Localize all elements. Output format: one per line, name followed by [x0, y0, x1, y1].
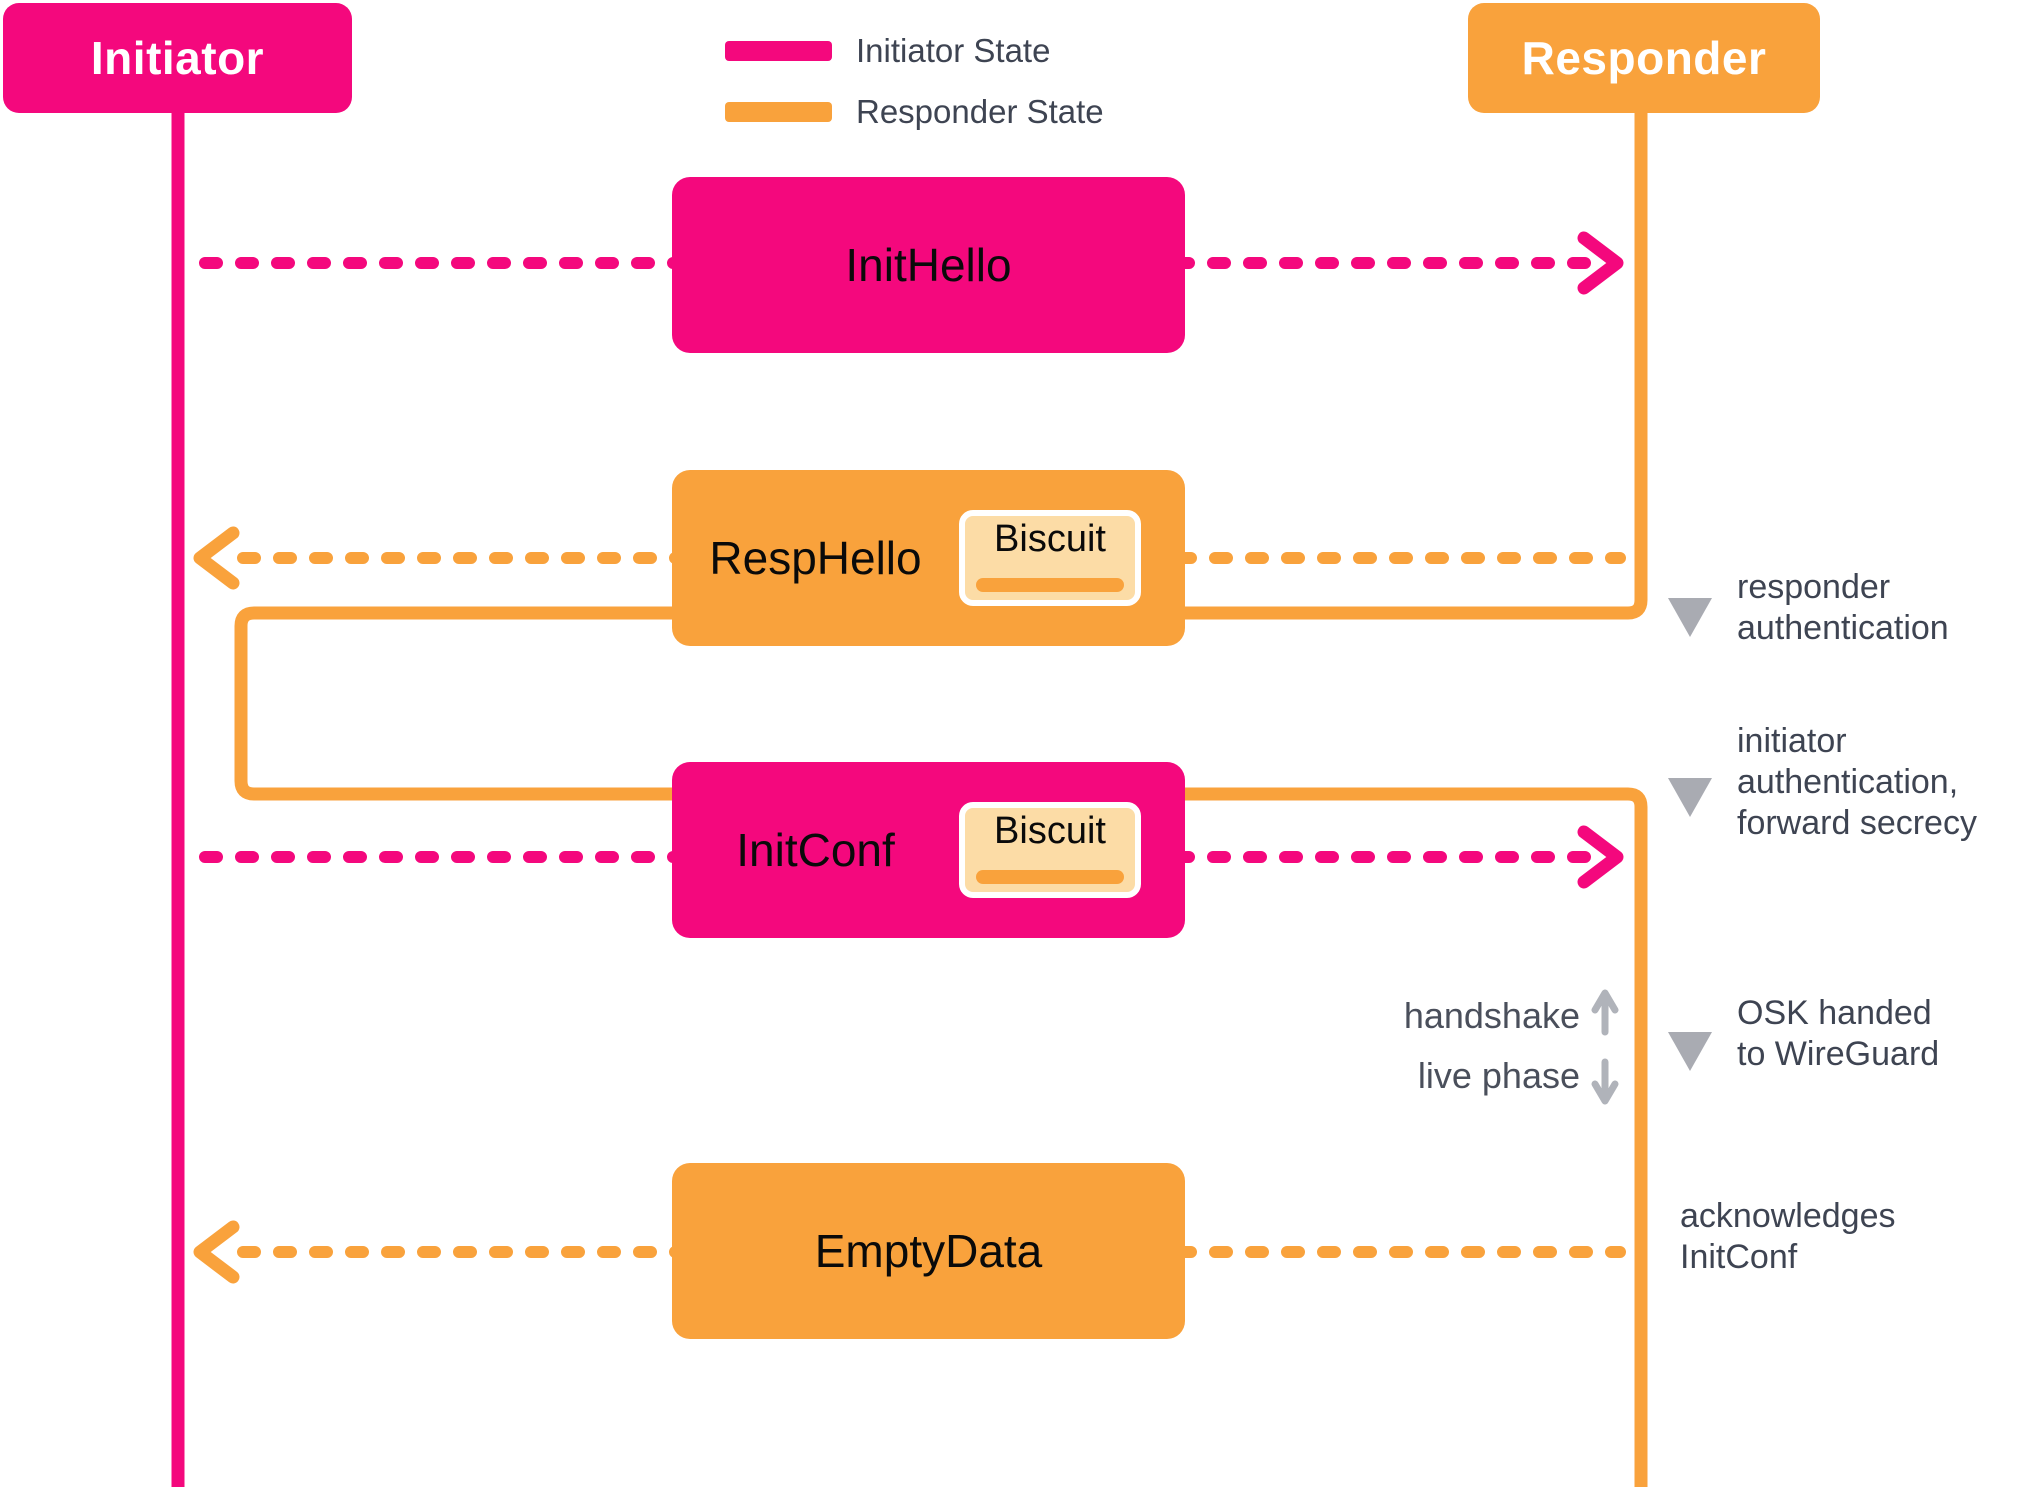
annotation-line: authentication, — [1737, 763, 1959, 801]
message-resphello: RespHello Biscuit — [672, 470, 1185, 646]
biscuit-badge: Biscuit — [959, 510, 1141, 606]
biscuit-label: Biscuit — [994, 810, 1106, 852]
annotation-responder-authentication: responder authentication — [1737, 567, 1949, 649]
handshake-up-arrow-icon — [1591, 989, 1619, 1036]
legend-label: Responder State — [856, 92, 1104, 130]
actor-responder: Responder — [1468, 3, 1820, 113]
actor-responder-label: Responder — [1521, 32, 1767, 84]
actor-initiator: Initiator — [3, 3, 352, 113]
biscuit-underline-icon — [976, 870, 1124, 884]
legend-item-responder-state: Responder State — [725, 91, 1104, 132]
annotation-line: to WireGuard — [1737, 1035, 1940, 1073]
initconf-arrowhead-icon — [1577, 825, 1624, 889]
responder-lifeline-loop — [234, 113, 1648, 1487]
biscuit-label: Biscuit — [994, 518, 1106, 560]
live-phase-down-arrow-icon — [1591, 1058, 1619, 1105]
annotation-line: OSK handed — [1737, 994, 1932, 1032]
annotation-line: InitConf — [1680, 1238, 1798, 1276]
phase-label-live-phase: live phase — [1417, 1055, 1580, 1096]
biscuit-badge: Biscuit — [959, 802, 1141, 898]
annotation-initiator-authentication: initiator authentication, forward secrec… — [1737, 721, 1977, 844]
message-emptydata: EmptyData — [672, 1163, 1185, 1339]
message-label: RespHello — [709, 532, 922, 584]
annotation-osk-handed: OSK handed to WireGuard — [1737, 993, 1939, 1075]
annotation-acknowledges-initconf: acknowledges InitConf — [1680, 1196, 1895, 1278]
responder-state-swatch-icon — [725, 101, 832, 122]
resphello-arrowhead-icon — [193, 526, 240, 590]
initiator-auth-marker-triangle-icon — [1668, 778, 1712, 817]
emptydata-arrowhead-icon — [193, 1220, 240, 1284]
responder-auth-marker-triangle-icon — [1668, 598, 1712, 637]
message-initconf: InitConf Biscuit — [672, 762, 1185, 938]
phase-label-handshake: handshake — [1403, 995, 1580, 1036]
legend: Initiator State Responder State — [725, 30, 1104, 152]
message-label: EmptyData — [814, 1225, 1043, 1277]
annotation-line: forward secrecy — [1737, 804, 1977, 842]
message-inithello: InitHello — [672, 177, 1185, 353]
annotation-line: responder — [1737, 568, 1891, 606]
osk-marker-triangle-icon — [1668, 1032, 1712, 1071]
actor-initiator-label: Initiator — [90, 32, 265, 84]
annotation-line: acknowledges — [1680, 1197, 1896, 1235]
legend-label: Initiator State — [856, 31, 1051, 69]
initiator-state-swatch-icon — [725, 40, 832, 61]
annotation-line: authentication — [1737, 609, 1949, 647]
inithello-arrowhead-icon — [1577, 231, 1624, 295]
annotation-line: initiator — [1737, 722, 1847, 760]
message-label: InitHello — [845, 239, 1012, 291]
message-label: InitConf — [736, 824, 895, 876]
biscuit-underline-icon — [976, 578, 1124, 592]
legend-item-initiator-state: Initiator State — [725, 30, 1104, 71]
